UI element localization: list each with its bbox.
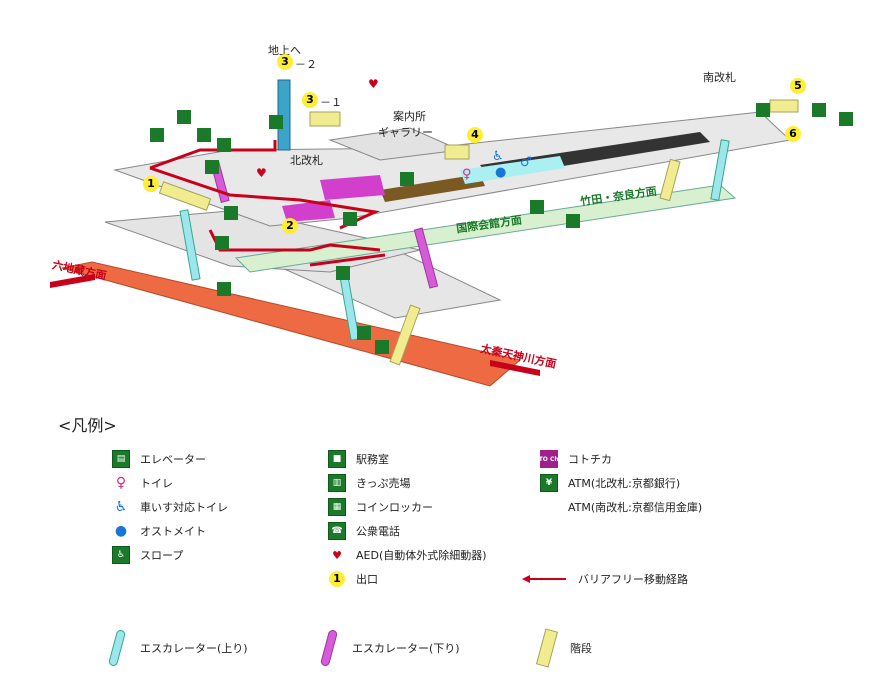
stairs [389, 304, 421, 366]
stairs [444, 144, 470, 160]
stairs [659, 158, 681, 202]
ticket-counter-icon: ▥ [328, 474, 346, 492]
coin-locker-icon: ▦ [328, 498, 346, 516]
ostomate-icon: ● [495, 165, 506, 180]
label-gallery: ギャラリー [378, 126, 433, 139]
label-north-gate: 北改札 [290, 154, 323, 167]
elevator-icon [269, 115, 283, 129]
label-info: 案内所 [393, 110, 426, 123]
slope-icon: ♿ [112, 546, 130, 564]
aed-icon: ♥ [332, 548, 342, 562]
elevator-icon [150, 128, 164, 142]
legend-item: ▤エレベーター [112, 450, 206, 468]
exit-3-1-suffix: －１ [320, 96, 342, 109]
toilet-area [460, 156, 565, 184]
exit-number-icon: 1 [328, 570, 346, 588]
atm-icon [177, 110, 191, 124]
barrier-free-route [309, 253, 386, 267]
elevator-icon [357, 326, 371, 340]
barrier-free-route [149, 140, 277, 170]
public-phone-icon [530, 200, 544, 214]
wheelchair-toilet-icon: ♿ [492, 149, 504, 164]
legend-title: <凡例> [58, 416, 117, 435]
barrier-free-route-icon [520, 570, 568, 588]
legend-item: ▥きっぷ売場 [328, 474, 411, 492]
legend-item: バリアフリー移動経路 [520, 570, 688, 588]
atm-icon: ¥ [540, 474, 558, 492]
atm-icon [812, 103, 826, 117]
legend-item: ●オストメイト [112, 522, 206, 540]
kotochika-area-1 [320, 175, 385, 200]
escalator-up-icon [104, 628, 130, 668]
exit-marker-4: 4 [467, 127, 483, 143]
escalator-up [179, 209, 201, 281]
kotochika-icon: KOTO Chika [529, 450, 569, 468]
public-phone-icon [566, 214, 580, 228]
aed-marker: ♥ [368, 77, 379, 91]
atm-blank-icon [540, 498, 558, 516]
stairs-icon [534, 628, 560, 668]
legend-item: ATM(南改札:京都信用金庫) [540, 498, 702, 516]
atm-icon [756, 103, 770, 117]
stairs [158, 181, 212, 211]
public-phone-icon [375, 340, 389, 354]
aed-marker: ♥ [256, 166, 267, 180]
elevator-icon [215, 236, 229, 250]
coin-locker-icon [197, 128, 211, 142]
exit-marker-6: 6 [785, 126, 801, 142]
karasuma-corridor [234, 184, 737, 273]
elevator-icon [336, 266, 350, 280]
barrier-free-route [149, 166, 381, 230]
toilet-icon: ♀ [462, 167, 472, 182]
arrow-to-rokujizo [50, 274, 95, 288]
legend-item: エスカレーター(上り) [104, 628, 248, 668]
legend-item: ☎公衆電話 [328, 522, 400, 540]
stairs [769, 99, 799, 113]
station-office-icon [400, 172, 414, 186]
elevator-icon [217, 282, 231, 296]
elevator-icon [205, 160, 219, 174]
legend-item: エスカレーター(下り) [316, 628, 460, 668]
ostomate-icon: ● [114, 523, 128, 539]
label-south-gate: 南改札 [703, 71, 736, 84]
exit-marker-1: 1 [143, 176, 159, 192]
exit-3-2-suffix: －２ [295, 58, 317, 71]
wheelchair-toilet-icon: ♿ [114, 499, 128, 515]
elevator-icon [343, 212, 357, 226]
station-office-icon: ■ [328, 450, 346, 468]
legend-item: ¥ATM(北改札:京都銀行) [540, 474, 680, 492]
legend-item: ♥AED(自動体外式除細動器) [328, 546, 486, 564]
legend-item: ▦コインロッカー [328, 498, 433, 516]
label-to-ground: 地上へ [268, 44, 301, 57]
exit-marker-3-1: 3 [302, 92, 318, 108]
legend-item: ■駅務室 [328, 450, 389, 468]
public-phone-icon: ☎ [328, 522, 346, 540]
legend-item: ♀トイレ [112, 474, 173, 492]
arrow-to-uzumasa [490, 360, 540, 376]
tozai-line-platform [61, 261, 522, 387]
toilet-icon: ♀ [115, 475, 127, 491]
exit-marker-2: 2 [282, 218, 298, 234]
legend-item: 階段 [534, 628, 592, 668]
slope-icon [217, 138, 231, 152]
legend-item: ♿車いす対応トイレ [112, 498, 228, 516]
public-phone-icon [839, 112, 853, 126]
elevator-icon: ▤ [112, 450, 130, 468]
exit-marker-3-2: 3 [277, 54, 293, 70]
exit-marker-5: 5 [790, 78, 806, 94]
escalator-down-icon [316, 628, 342, 668]
escalator-down [413, 227, 439, 289]
kotochika-area-2 [282, 200, 335, 222]
station-map: ♥ ♥ ♀ ♿ ● ♂ [50, 77, 853, 387]
legend-item: ♿スロープ [112, 546, 183, 564]
ticket-counter-icon [224, 206, 238, 220]
escalator-up [710, 139, 730, 201]
toilet-icon: ♂ [520, 155, 532, 170]
stairs [309, 111, 341, 127]
brown-section [380, 174, 485, 202]
